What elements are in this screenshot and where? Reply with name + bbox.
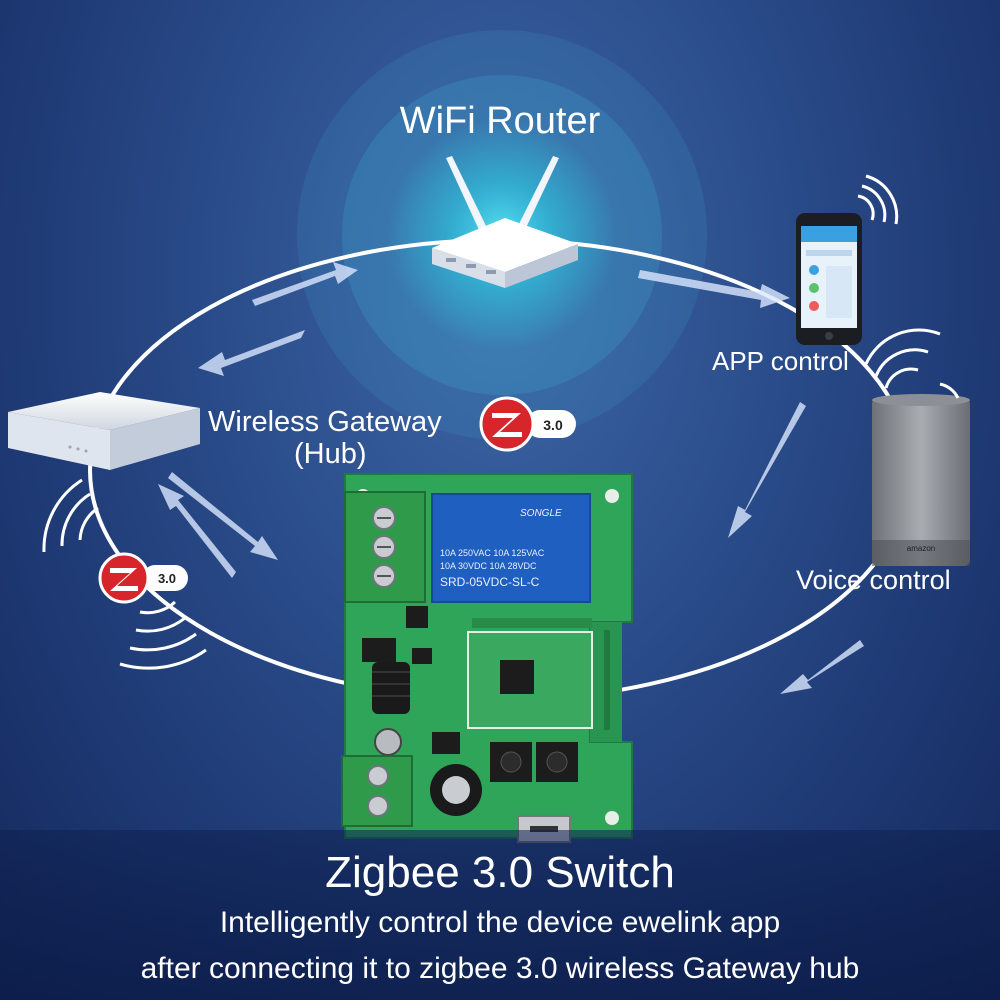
arrow-hub-to-switch <box>168 472 278 560</box>
router-label: WiFi Router <box>399 100 601 142</box>
capacitor-small <box>374 728 402 756</box>
zigbee-version-top: 3.0 <box>543 417 563 433</box>
ic-chip <box>362 638 396 662</box>
arrow-voice-to-switch <box>780 640 864 694</box>
arrow-app-to-voice <box>728 402 806 538</box>
caption-title: Zigbee 3.0 Switch <box>325 848 675 897</box>
caption-line-1: Intelligently control the device ewelink… <box>219 906 781 939</box>
gateway-sublabel: (Hub) <box>294 438 367 470</box>
caption-band <box>0 830 1000 1000</box>
zigbee-badge-top: 3.0 <box>479 396 576 452</box>
smart-speaker-icon: amazon <box>872 394 970 566</box>
zigbee-hub-icon <box>8 392 200 470</box>
zigbee-switch-board: SONGLE 10A 250VAC 10A 125VAC 10A 30VDC 1… <box>341 473 633 843</box>
relay-component: SONGLE 10A 250VAC 10A 125VAC 10A 30VDC 1… <box>431 493 591 603</box>
inductor-coil <box>372 662 410 714</box>
gateway-label: Wireless Gateway <box>208 406 442 438</box>
arrow-router-to-hub <box>198 330 305 376</box>
speaker-brand: amazon <box>907 544 935 553</box>
app-control-label: APP control <box>712 346 849 376</box>
speaker-signal-icon <box>864 328 960 399</box>
zigbee-version-left: 3.0 <box>158 571 176 586</box>
relay-brand: SONGLE <box>520 508 562 519</box>
terminal-block-top <box>344 491 426 603</box>
zigbee-module <box>467 618 593 729</box>
arrow-hub-to-router <box>252 262 358 306</box>
smartphone-icon <box>796 213 862 345</box>
wifi-router-icon <box>432 156 578 288</box>
phone-signal-icon <box>857 174 899 225</box>
caption-line-2: after connecting it to zigbee 3.0 wirele… <box>140 952 860 985</box>
tactile-buttons <box>490 742 578 782</box>
arrow-switch-to-hub <box>158 484 236 578</box>
relay-rating-1: 10A 250VAC 10A 125VAC <box>440 548 545 558</box>
relay-model: SRD-05VDC-SL-C <box>440 575 540 589</box>
arrow-router-to-app <box>638 270 790 308</box>
hub-signal-icon <box>42 478 207 670</box>
voice-control-label: Voice control <box>796 565 951 595</box>
relay-rating-2: 10A 30VDC 10A 28VDC <box>440 561 537 571</box>
terminal-block-bottom <box>341 755 413 827</box>
flow-arrows <box>158 262 864 694</box>
ic-chip-2 <box>412 648 432 664</box>
zigbee-badge-left: 3.0 <box>98 552 188 604</box>
